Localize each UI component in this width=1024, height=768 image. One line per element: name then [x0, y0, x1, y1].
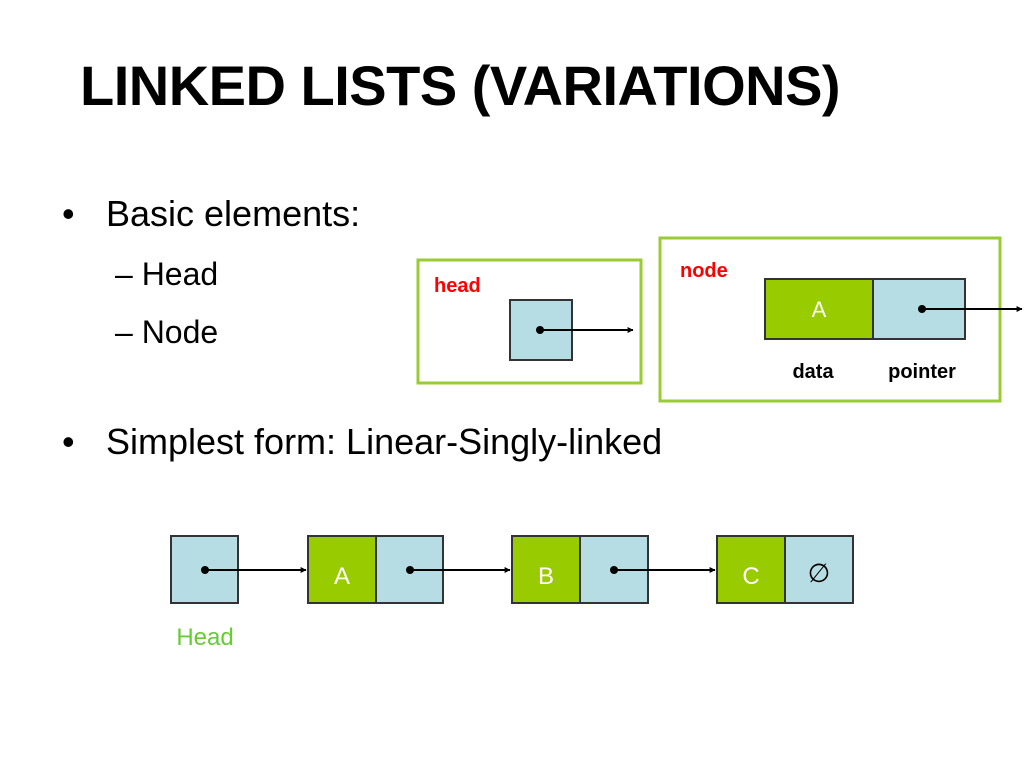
list-node-data-cell — [307, 535, 377, 604]
subitem-text: Node — [141, 314, 219, 350]
list-node-value: C — [742, 563, 759, 590]
bullet-text: Simplest form: Linear-Singly-linked — [106, 421, 663, 462]
list-node-data-cell — [716, 535, 786, 604]
node-data-value: A — [812, 297, 827, 322]
bullet-dot: • — [62, 193, 75, 234]
subitem-text: Head — [141, 256, 219, 292]
pointer-caption: pointer — [888, 361, 956, 383]
bullet-dot: • — [62, 421, 75, 462]
list-node-pointer-cell — [784, 535, 854, 604]
head-caption: Head — [176, 624, 233, 651]
slide-title: LINKED LISTS (VARIATIONS) — [80, 54, 841, 117]
node-element-diagram: node A data pointer — [658, 236, 1023, 403]
bullet-simplest-form: • Simplest form: Linear-Singly-linked — [62, 424, 662, 460]
data-caption: data — [792, 361, 834, 383]
dash: – — [115, 314, 142, 350]
list-node-value: A — [334, 563, 350, 590]
head-label: head — [434, 275, 481, 297]
null-pointer-symbol: ∅ — [808, 558, 831, 588]
dash: – — [115, 256, 142, 292]
subitem-head: – Head — [115, 258, 218, 290]
node-label: node — [680, 260, 728, 282]
bullet-text: Basic elements: — [106, 193, 361, 234]
subitem-node: – Node — [115, 316, 218, 348]
linear-list-diagram: Head A B C ∅ — [170, 535, 854, 651]
list-node-data-cell — [511, 535, 581, 604]
list-node-value: B — [538, 563, 554, 590]
head-element-diagram: head — [416, 258, 643, 385]
bullet-basic-elements: • Basic elements: — [62, 196, 360, 232]
